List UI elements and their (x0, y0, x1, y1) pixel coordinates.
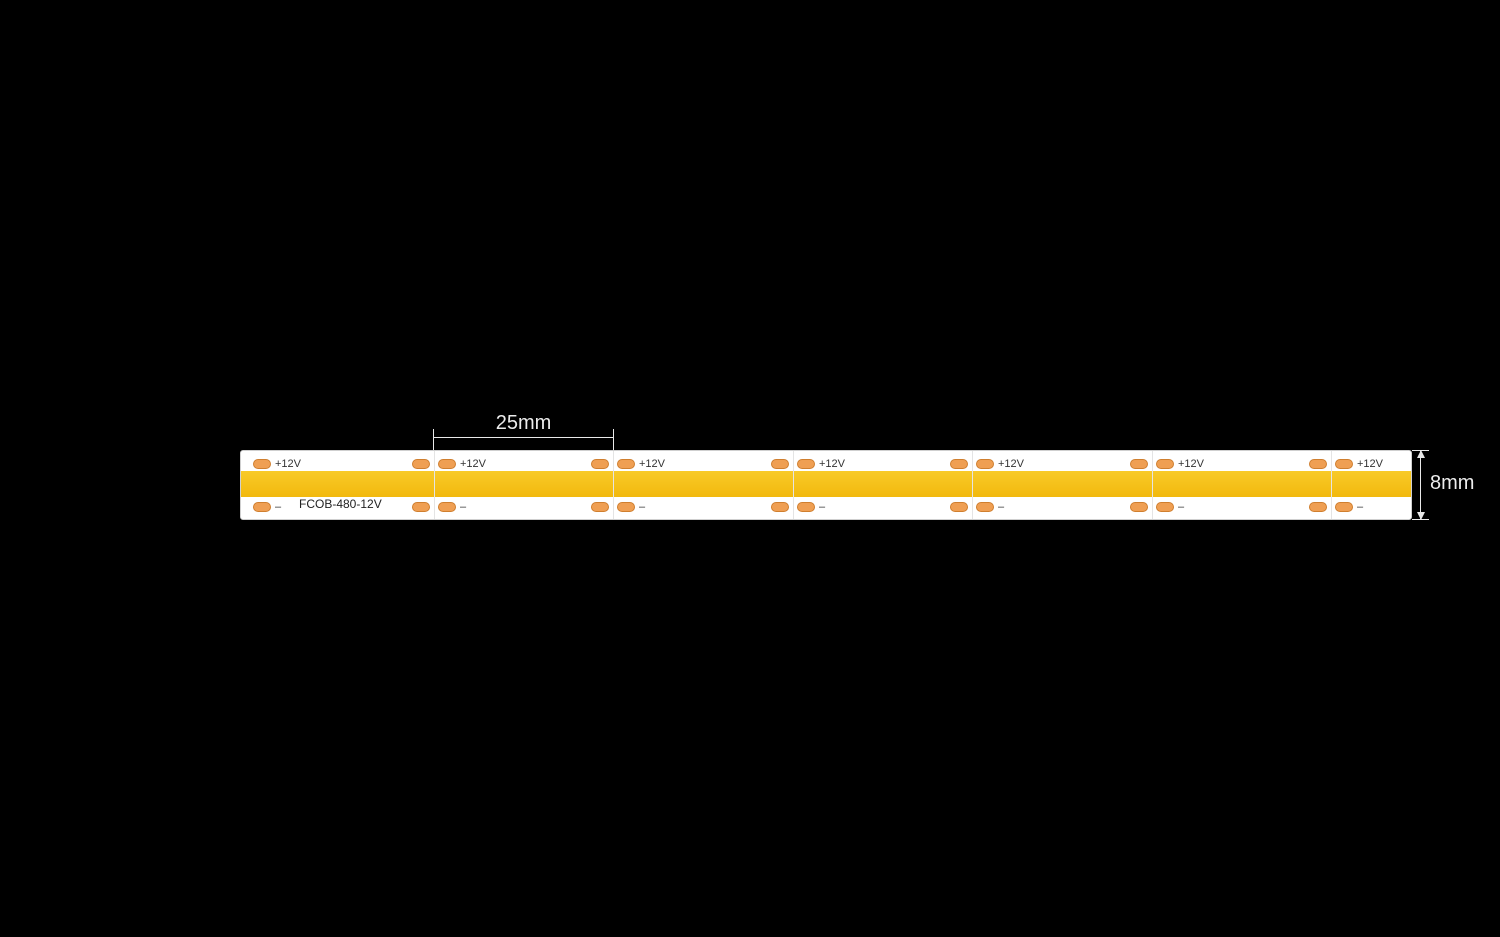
solder-pad-negative (1309, 502, 1327, 512)
solder-pad-positive (797, 459, 815, 469)
pad-label-negative: – (639, 501, 646, 513)
arrow-down-icon (1417, 512, 1425, 520)
pad-label-positive: +12V (998, 458, 1024, 470)
solder-pad-positive (976, 459, 994, 469)
solder-pad-negative (950, 502, 968, 512)
arrow-up-icon (1417, 450, 1425, 458)
solder-pad-positive (1156, 459, 1174, 469)
solder-pad-positive (1130, 459, 1148, 469)
solder-pad-positive (412, 459, 430, 469)
dimension-line (1420, 450, 1421, 520)
solder-pad-positive (950, 459, 968, 469)
dimension-line (433, 437, 614, 438)
solder-pad-positive (1335, 459, 1353, 469)
pad-label-positive: +12V (819, 458, 845, 470)
cut-line (434, 451, 435, 519)
dimension-extension-line (433, 429, 434, 450)
cut-line (793, 451, 794, 519)
dimension-extension-line (613, 429, 614, 450)
pad-label-positive: +12V (639, 458, 665, 470)
cut-line (1331, 451, 1332, 519)
solder-pad-negative (771, 502, 789, 512)
pitch-dimension-label: 25mm (495, 412, 552, 434)
cut-line (1152, 451, 1153, 519)
solder-pad-negative (797, 502, 815, 512)
cob-band (241, 471, 1411, 497)
cut-line (613, 451, 614, 519)
pad-label-negative: – (1178, 501, 1185, 513)
solder-pad-negative (591, 502, 609, 512)
width-dimension-label: 8mm (1430, 472, 1475, 494)
solder-pad-negative (1130, 502, 1148, 512)
solder-pad-negative (438, 502, 456, 512)
led-strip: +12V – +12V – +12V – +12V – +12V – (240, 450, 1412, 520)
pad-label-positive: +12V (1178, 458, 1204, 470)
solder-pad-negative (1335, 502, 1353, 512)
solder-pad-positive (771, 459, 789, 469)
solder-pad-negative (412, 502, 430, 512)
pad-label-negative: – (1357, 501, 1364, 513)
solder-pad-positive (1309, 459, 1327, 469)
solder-pad-negative (976, 502, 994, 512)
solder-pad-positive (438, 459, 456, 469)
pad-label-negative: – (460, 501, 467, 513)
solder-pad-negative (1156, 502, 1174, 512)
pad-label-negative: – (819, 501, 826, 513)
model-label: FCOB-480-12V (299, 497, 382, 511)
solder-pad-positive (617, 459, 635, 469)
pad-label-positive: +12V (1357, 458, 1383, 470)
pad-label-negative: – (275, 501, 282, 513)
cut-line (972, 451, 973, 519)
solder-pad-negative (253, 502, 271, 512)
pad-label-negative: – (998, 501, 1005, 513)
solder-pad-positive (591, 459, 609, 469)
solder-pad-positive (253, 459, 271, 469)
pad-label-positive: +12V (460, 458, 486, 470)
solder-pad-negative (617, 502, 635, 512)
pad-label-positive: +12V (275, 458, 301, 470)
